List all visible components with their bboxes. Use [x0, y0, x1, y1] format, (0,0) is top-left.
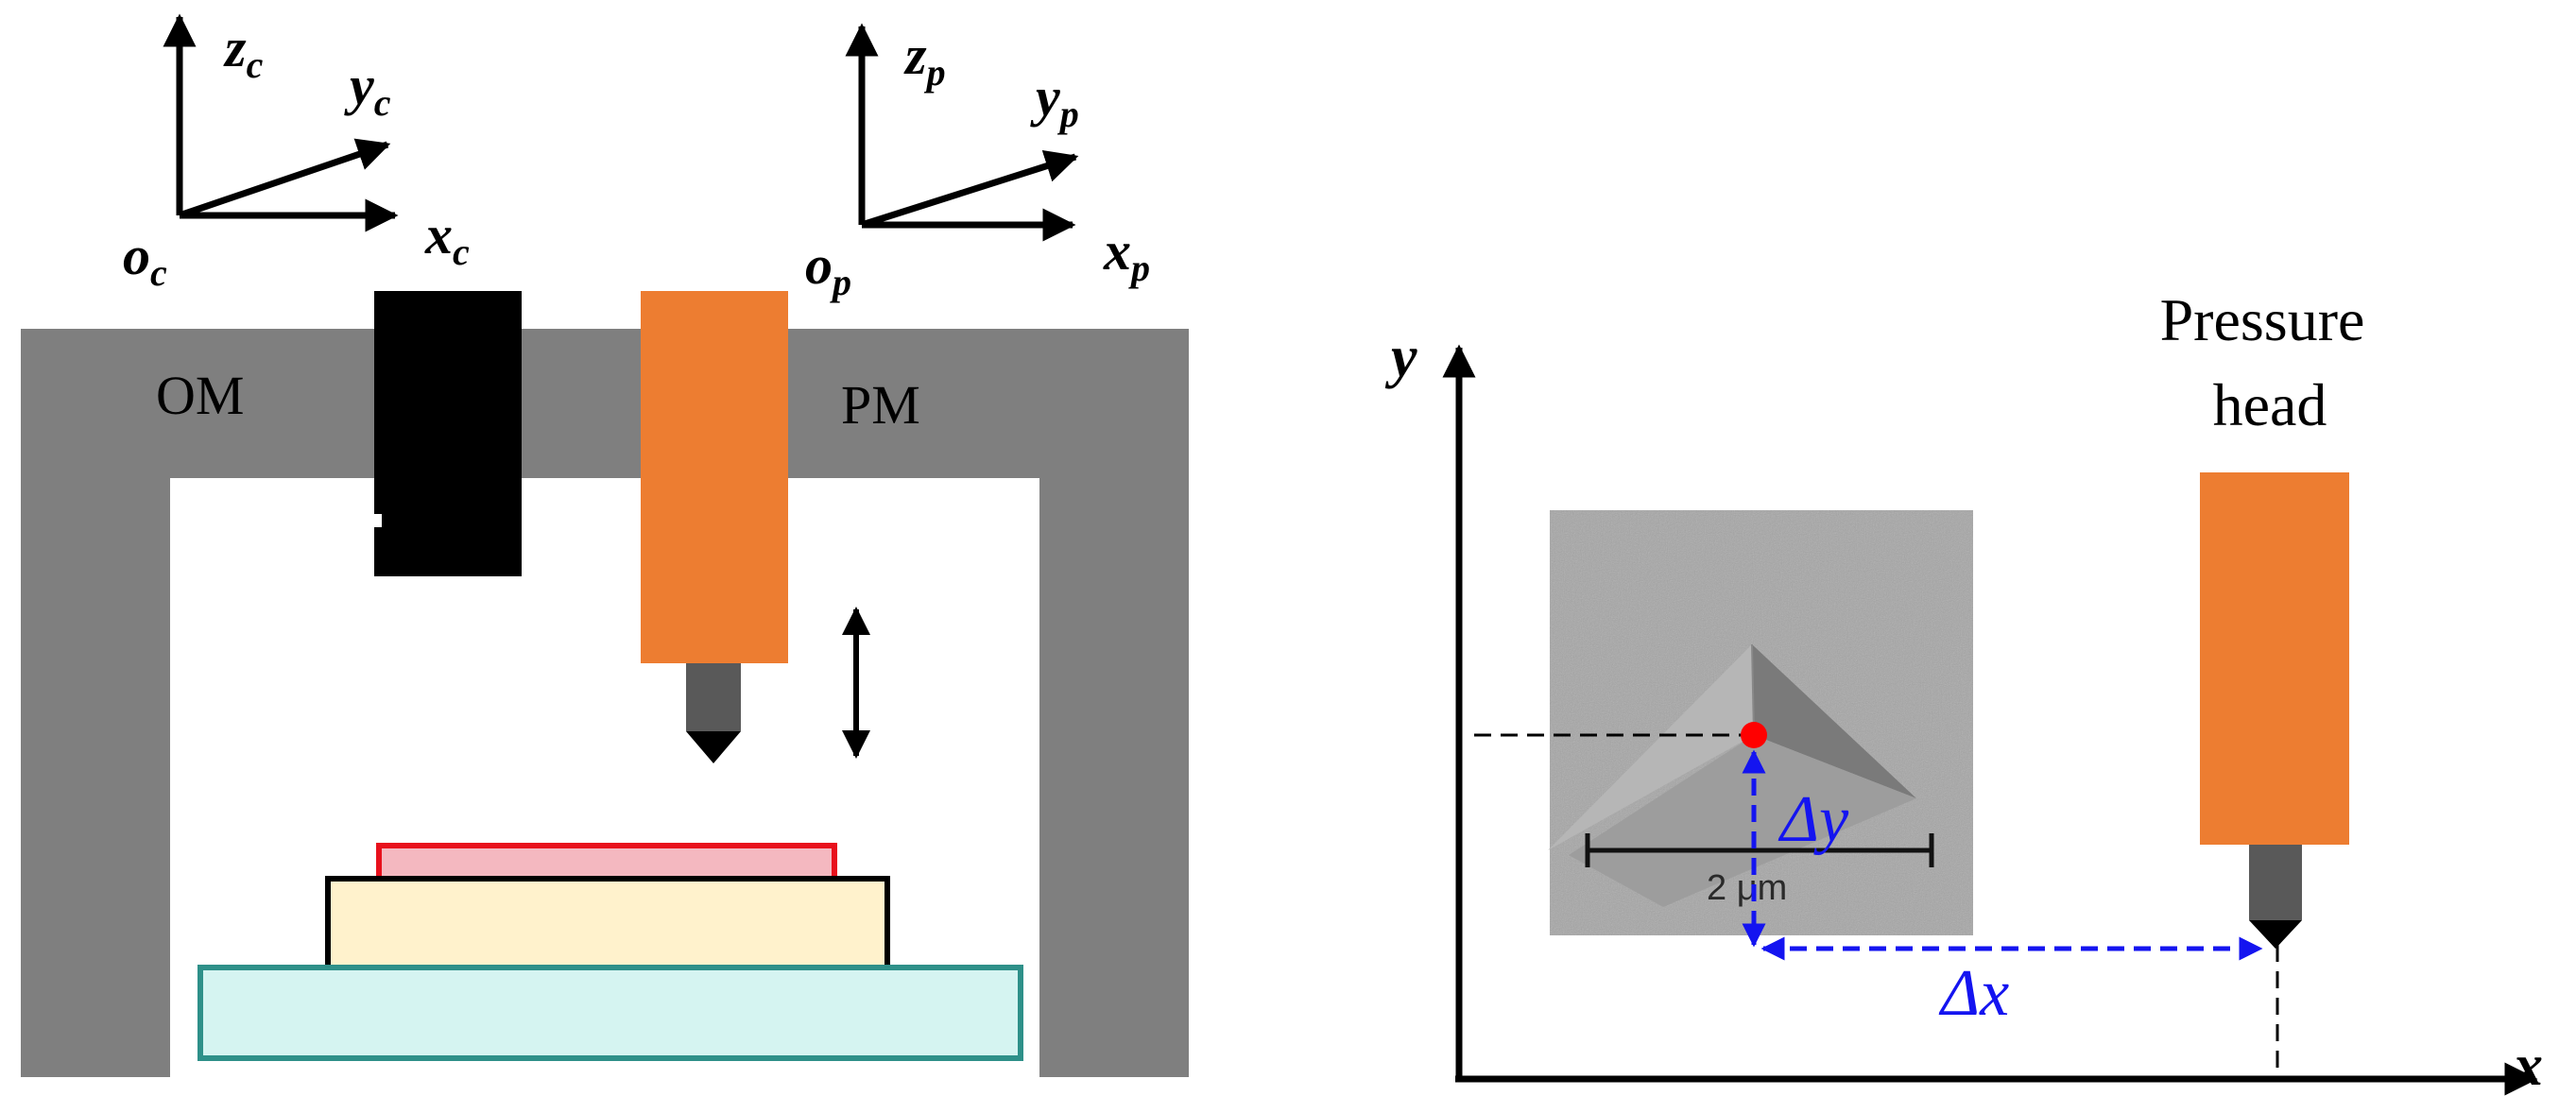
- optical-microscope-objective: [374, 291, 522, 576]
- delta-x-label: Δx: [1938, 957, 2009, 1030]
- substrate-block: [325, 876, 890, 972]
- pm-label: PM: [841, 374, 920, 436]
- camera-origin-label: oc: [123, 225, 167, 294]
- sample-layer: [376, 843, 837, 883]
- pressure-head-label: Pressure head: [2160, 286, 2380, 438]
- probe-y-label: yp: [1030, 66, 1079, 135]
- scale-bar-label: 2 μm: [1707, 868, 1787, 908]
- probe-z-label: zp: [903, 25, 946, 94]
- delta-y-label: Δy: [1777, 783, 1849, 856]
- probe-coordinate-axes: [845, 23, 1079, 242]
- indent-center-mark: [1741, 722, 1767, 748]
- camera-y-label: yc: [344, 55, 391, 124]
- right-x-axis-label: x: [2513, 1034, 2543, 1098]
- camera-z-label: zc: [223, 17, 264, 86]
- probe-y-axis: [860, 149, 1079, 229]
- right-diagram: y x 2 μm Δy Δx Pressure: [1384, 286, 2543, 1098]
- camera-y-axis: [178, 138, 391, 219]
- pressure-head: [2200, 472, 2349, 949]
- camera-x-label: xc: [424, 204, 470, 273]
- sem-indent-image: 2 μm: [1548, 510, 1973, 935]
- probe-origin-label: op: [805, 234, 851, 303]
- left-diagram: zc yc xc oc zp yp xp op OM PM: [21, 13, 1189, 1077]
- pressure-module: [641, 291, 788, 763]
- gantry-frame: [21, 329, 1189, 1077]
- camera-coordinate-axes: [163, 13, 399, 232]
- stage-base: [197, 965, 1023, 1061]
- right-y-axis-label: y: [1384, 325, 1417, 389]
- probe-x-label: xp: [1103, 220, 1150, 289]
- om-label: OM: [156, 365, 244, 426]
